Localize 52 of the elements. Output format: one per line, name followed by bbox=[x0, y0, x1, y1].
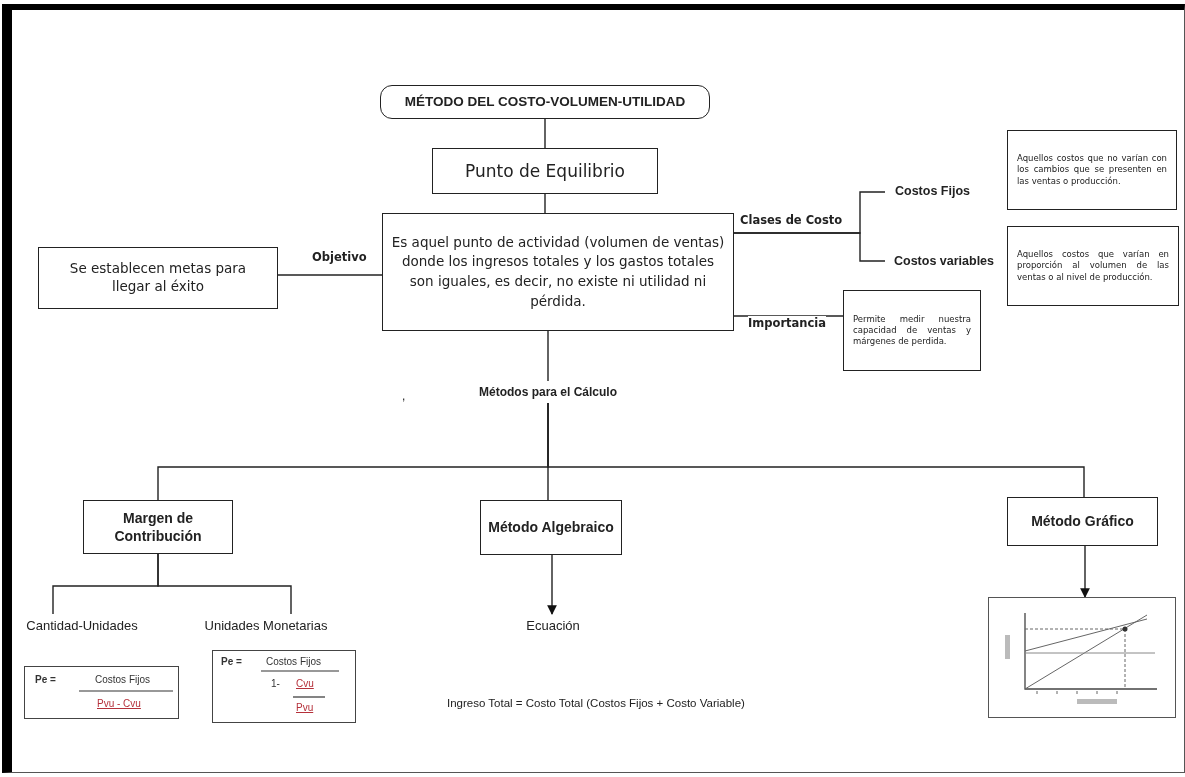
edge-label: Objetivo bbox=[312, 250, 367, 264]
box-text: Se establecen metas para llegar al éxito bbox=[68, 260, 248, 296]
method-box bbox=[83, 500, 233, 554]
formula-text: Costos Fijos bbox=[95, 674, 150, 685]
subtype-text: Cantidad-Unidades bbox=[14, 614, 150, 636]
title-box bbox=[380, 85, 710, 119]
arrow bbox=[547, 554, 557, 615]
formula-text: 1- bbox=[271, 678, 280, 689]
box-text: Es aquel punto de actividad (volumen de ventas) donde los ingresos totales y los gastos totales son iguales, es decir, no existe ni utilidad ni pérdida. bbox=[391, 232, 725, 311]
connector-line bbox=[733, 315, 844, 317]
objective-box bbox=[38, 247, 278, 309]
formula-text: Cvu bbox=[296, 678, 314, 689]
note-box bbox=[1007, 226, 1179, 306]
category-text: Costos Fijos bbox=[885, 180, 980, 202]
formula-text: Pe = bbox=[35, 674, 56, 685]
punctuation-mark: , bbox=[402, 389, 406, 403]
result-text: Ecuación bbox=[518, 614, 588, 636]
box-text: MÉTODO DEL COSTO-VOLUMEN-UTILIDAD bbox=[404, 93, 686, 111]
equation-text: Ingreso Total = Costo Total (Costos Fijos + Costo Variable) bbox=[447, 697, 745, 709]
method-box bbox=[480, 500, 622, 555]
concept-box bbox=[432, 148, 658, 194]
box-text: Método Gráfico bbox=[1031, 512, 1134, 531]
edge-label: Clases de Costo bbox=[740, 213, 843, 227]
note-box bbox=[1007, 130, 1177, 210]
connector-line bbox=[547, 402, 1085, 498]
connector-line bbox=[277, 274, 383, 276]
definition-box bbox=[382, 213, 734, 331]
picture-frame bbox=[988, 597, 1176, 718]
box-text: Aquellos costos que varían en proporción al volumen de las ventas o al nivel de producción. bbox=[1017, 249, 1169, 283]
connector-line bbox=[157, 553, 292, 615]
box-text: Método Algebraico bbox=[488, 518, 614, 537]
box-text: Margen de Contribución bbox=[113, 508, 203, 546]
box-text: Punto de Equilibrio bbox=[465, 159, 625, 183]
note-box bbox=[843, 290, 981, 371]
method-box bbox=[1007, 497, 1158, 546]
connector-line bbox=[544, 193, 546, 214]
arrow bbox=[1080, 545, 1090, 598]
connector-line bbox=[544, 118, 546, 149]
formula-text: Pvu - Cvu bbox=[97, 698, 141, 709]
edge-label: Importancia bbox=[748, 316, 827, 330]
formula-text: Costos Fijos bbox=[266, 656, 321, 667]
formula-text: Pvu bbox=[296, 702, 314, 713]
formula-box bbox=[212, 650, 356, 723]
subtype-text: Unidades Monetarias bbox=[190, 614, 342, 636]
box-text: Permite medir nuestra capacidad de ventas y márgenes de perdida. bbox=[853, 313, 971, 348]
box-text: Aquellos costos que no varían con los cambios que se presenten en las ventas o producción. bbox=[1017, 153, 1167, 187]
connector-line bbox=[733, 232, 886, 262]
formula-text: Pe = bbox=[221, 656, 242, 667]
category-text: Costos variables bbox=[885, 250, 1003, 272]
formula-box bbox=[24, 666, 179, 719]
connector-line bbox=[547, 330, 549, 382]
branch-text: Métodos para el Cálculo bbox=[455, 381, 641, 403]
